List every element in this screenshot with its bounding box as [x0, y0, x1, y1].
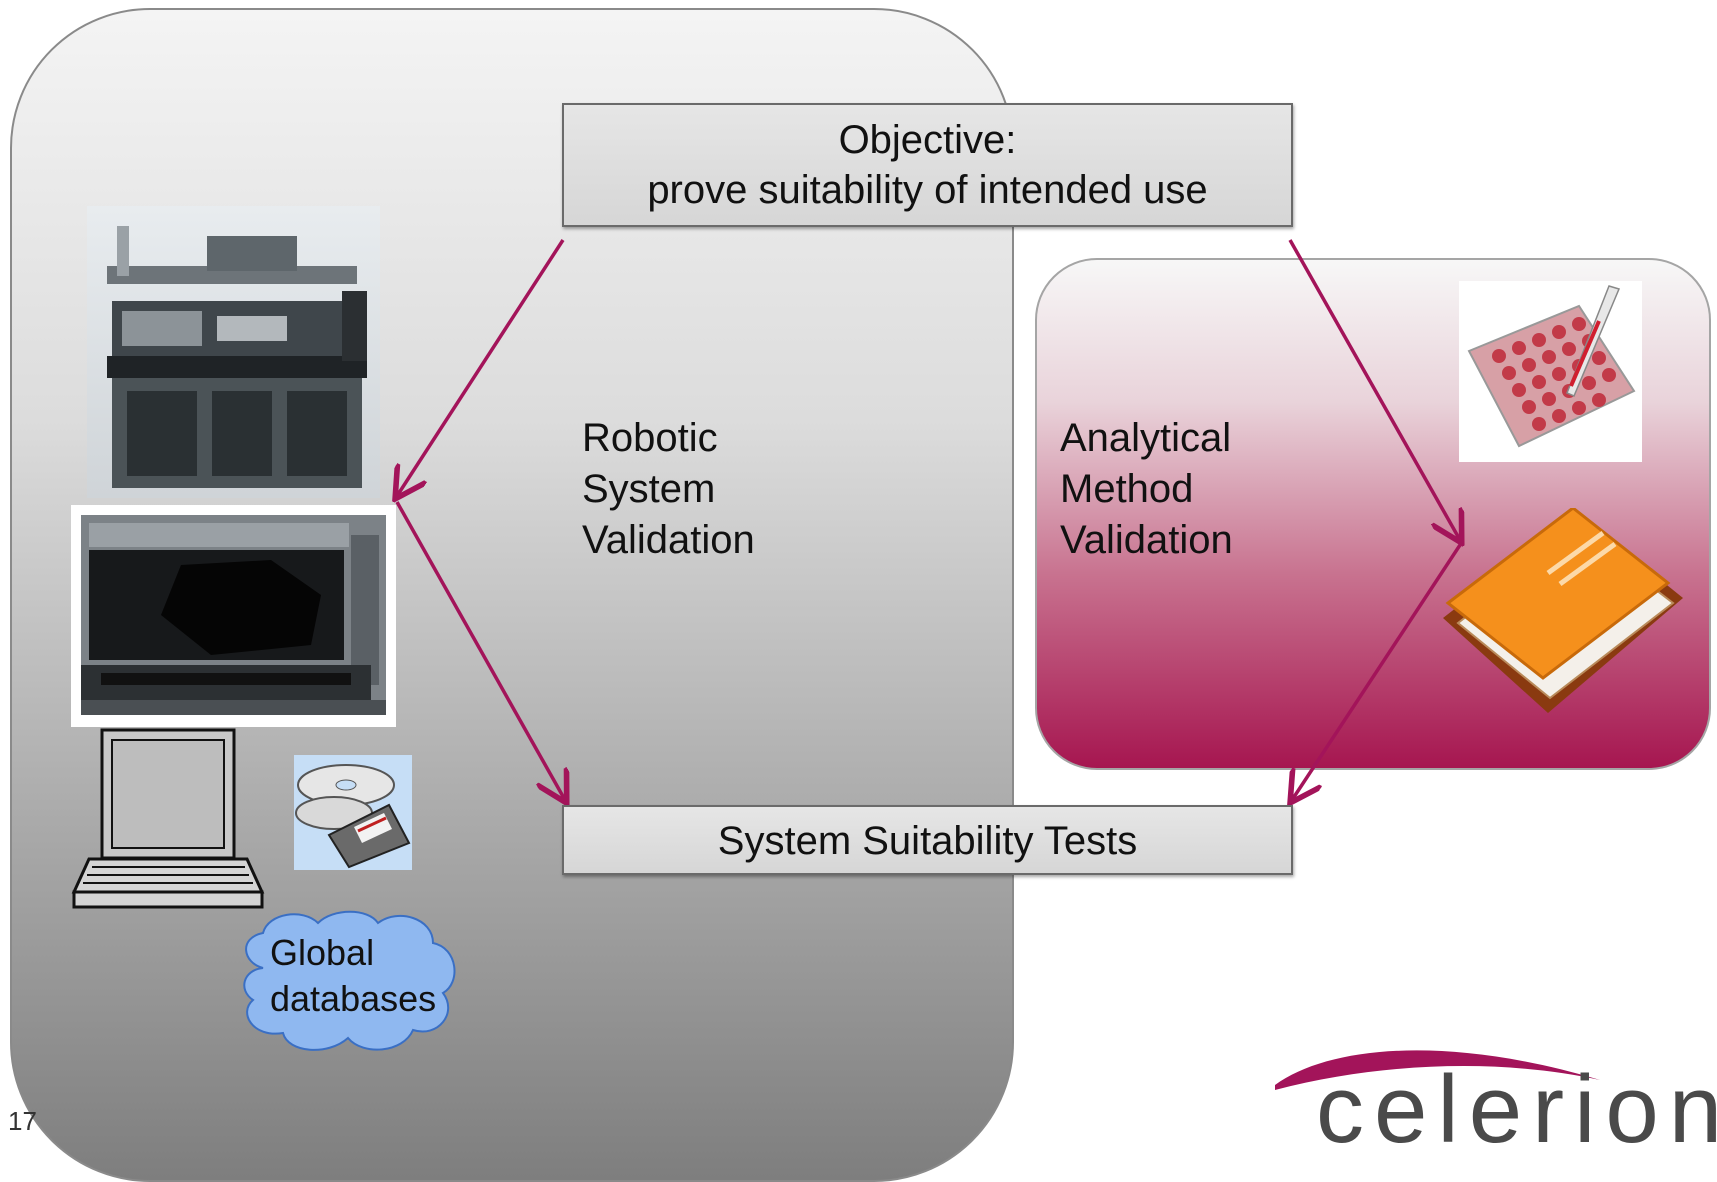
arrow-robotic-to-sst — [395, 501, 565, 800]
book-icon — [1438, 508, 1688, 726]
arrow-objective-to-robotic — [397, 239, 565, 496]
liquid-handler-robot-image — [87, 206, 380, 498]
cloud-line-2: databases — [270, 978, 437, 1019]
analytical-line-2: Method — [1060, 467, 1194, 511]
robotic-line-2: System — [582, 467, 716, 511]
cloud-shape — [243, 910, 456, 1051]
disc-and-floppy-icon — [294, 755, 412, 870]
page-number: 17 — [8, 1106, 37, 1136]
laptop-icon — [67, 727, 267, 911]
objective-title: Objective: — [838, 118, 1017, 162]
pipette-plate-image — [1459, 281, 1642, 462]
arrow-analytical-to-sst — [1292, 544, 1462, 800]
analytical-method-validation-label: Analytical Method Validation — [1060, 413, 1233, 566]
analytical-line-1: Analytical — [1060, 416, 1232, 460]
celerion-logo-text: celerion — [1316, 1056, 1717, 1163]
flow-arrows — [0, 239, 1717, 1145]
robotic-line-1: Robotic — [582, 416, 718, 460]
hamilton-robot-image — [71, 505, 396, 727]
system-suitability-tests-box: System Suitability Tests — [562, 805, 1293, 875]
cloud-line-1: Global — [270, 932, 375, 973]
celerion-logo-swoosh — [1275, 1050, 1600, 1090]
system-suitability-tests-label: System Suitability Tests — [717, 819, 1138, 863]
global-databases-cloud: Global databases — [233, 908, 461, 1058]
robotic-system-validation-label: Robotic System Validation — [582, 413, 755, 566]
objective-box: Objective: prove suitability of intended… — [562, 103, 1293, 227]
analytical-line-3: Validation — [1060, 518, 1233, 562]
objective-description: prove suitability of intended use — [647, 168, 1208, 212]
arrow-objective-to-analytical — [1288, 239, 1460, 540]
robotic-line-3: Validation — [582, 518, 755, 562]
